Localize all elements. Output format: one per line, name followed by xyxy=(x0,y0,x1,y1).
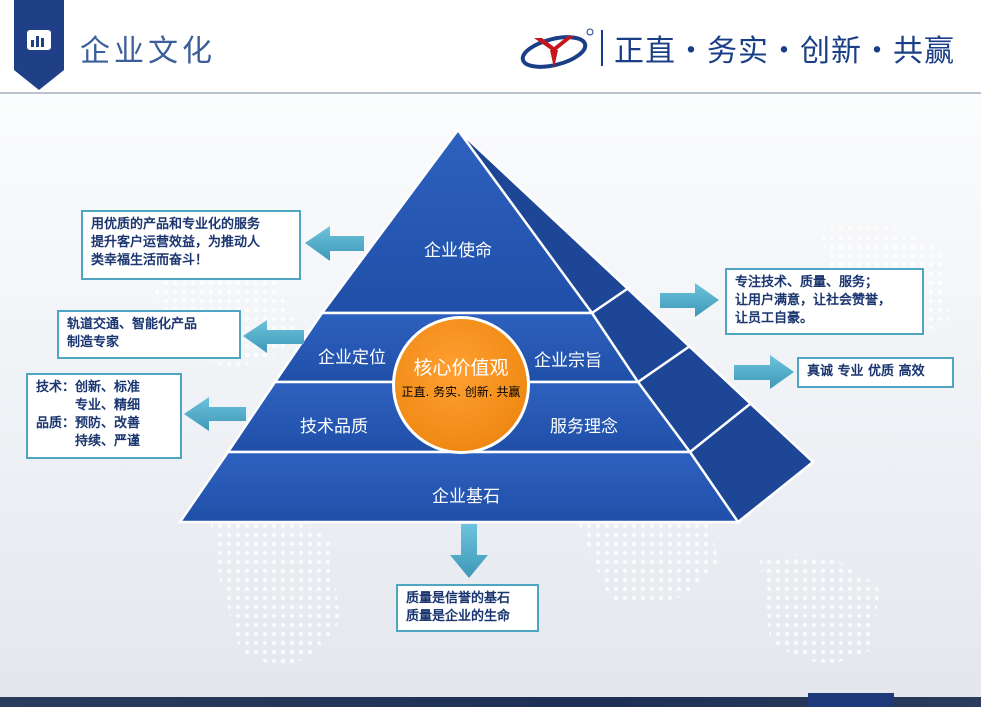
arrow-left-icon xyxy=(243,320,304,353)
header-divider xyxy=(0,92,981,94)
note-foundation: 质量是信誉的基石 质量是企业的生命 xyxy=(396,584,539,632)
slogan-text: 正直・务实・创新・共赢 xyxy=(614,34,955,69)
note-line: 技术：创新、标准 xyxy=(36,380,141,395)
note-line: 质量是企业的生命 xyxy=(406,609,511,624)
note-line: 品质：预防、改善 xyxy=(36,416,141,431)
slogan-divider xyxy=(601,30,603,66)
note-line: 用优质的产品和专业化的服务 xyxy=(91,217,261,232)
note-line: 制造专家 xyxy=(67,335,120,350)
tier-purpose-label: 企业宗旨 xyxy=(534,351,602,371)
note-line: 专业、精细 xyxy=(36,398,141,413)
arrow-right-icon xyxy=(734,355,794,389)
tier-service-concept-label: 服务理念 xyxy=(550,417,618,437)
note-line: 持续、严谨 xyxy=(36,434,141,449)
note-line: 类幸福生活而奋斗！ xyxy=(91,253,209,268)
tier-mission-label: 企业使命 xyxy=(424,241,492,261)
footer-bar xyxy=(0,697,981,707)
arrow-left-icon xyxy=(305,226,364,261)
chart-report-icon xyxy=(14,0,64,90)
note-mission: 用优质的产品和专业化的服务 提升客户运营效益，为推动人 类幸福生活而奋斗！ xyxy=(81,210,301,280)
tier-foundation-label: 企业基石 xyxy=(432,487,500,507)
note-purpose: 专注技术、质量、服务； 让用户满意，让社会赞誉， 让员工自豪。 xyxy=(725,268,924,335)
core-values-title: 核心价值观 xyxy=(413,357,509,379)
note-service: 真诚 专业 优质 高效 xyxy=(797,357,954,388)
footer-tab xyxy=(808,693,894,707)
tier-foundation xyxy=(177,450,741,524)
arrow-right-icon xyxy=(660,283,719,317)
note-line: 让员工自豪。 xyxy=(735,311,814,326)
header-bar xyxy=(0,0,981,92)
core-values-circle: 核心价值观 正直. 务实. 创新. 共赢 xyxy=(392,316,530,454)
note-quality: 技术：创新、标准 专业、精细 品质：预防、改善 持续、严谨 xyxy=(26,373,182,459)
arrow-left-icon xyxy=(184,397,246,431)
note-line: 真诚 专业 优质 高效 xyxy=(807,364,925,379)
tier-positioning-label: 企业定位 xyxy=(318,348,386,368)
note-line: 提升客户运营效益，为推动人 xyxy=(91,235,261,250)
note-positioning: 轨道交通、智能化产品 制造专家 xyxy=(57,310,241,359)
note-line: 质量是信誉的基石 xyxy=(406,591,511,606)
note-line: 让用户满意，让社会赞誉， xyxy=(735,293,892,308)
arrow-down-icon xyxy=(450,524,488,578)
core-values-subtitle: 正直. 务实. 创新. 共赢 xyxy=(401,385,521,399)
tier-technical-quality-label: 技术品质 xyxy=(300,417,368,437)
note-line: 专注技术、质量、服务； xyxy=(735,275,879,290)
page-title: 企业文化 xyxy=(80,34,216,69)
company-logo xyxy=(520,28,594,69)
note-line: 轨道交通、智能化产品 xyxy=(67,317,198,332)
